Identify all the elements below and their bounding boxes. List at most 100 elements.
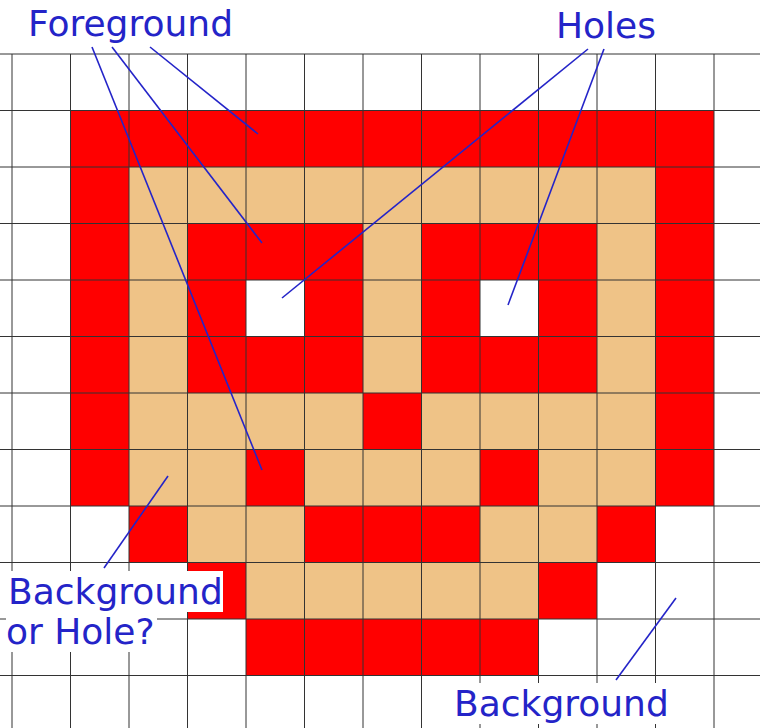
foreground-pixel bbox=[363, 393, 422, 450]
foreground-pixel bbox=[305, 506, 364, 563]
fill-pixel bbox=[597, 280, 656, 337]
grid-line bbox=[246, 54, 247, 728]
leader-line bbox=[508, 49, 604, 305]
fill-pixel bbox=[539, 167, 598, 224]
foreground-pixel bbox=[656, 337, 715, 394]
fill-pixel bbox=[129, 280, 188, 337]
fill-pixel bbox=[246, 506, 305, 563]
foreground-pixel bbox=[71, 393, 130, 450]
grid-line bbox=[538, 54, 539, 728]
foreground-pixel bbox=[480, 337, 539, 394]
fill-pixel bbox=[480, 167, 539, 224]
fill-pixel bbox=[129, 167, 188, 224]
grid-line bbox=[0, 280, 760, 281]
foreground-pixel bbox=[246, 619, 305, 676]
foreground-pixel bbox=[129, 111, 188, 168]
grid-lines bbox=[0, 54, 760, 728]
grid-line bbox=[421, 54, 422, 728]
foreground-pixel bbox=[129, 506, 188, 563]
foreground-pixel bbox=[422, 337, 481, 394]
foreground-pixel bbox=[71, 167, 130, 224]
foreground-pixel bbox=[539, 337, 598, 394]
foreground-pixel bbox=[422, 280, 481, 337]
fill-pixel bbox=[363, 563, 422, 620]
callout-label: Foreground bbox=[28, 4, 233, 44]
callout-label: Background bbox=[452, 684, 671, 724]
fill-pixel bbox=[597, 337, 656, 394]
label-patch: Background or Hole? bbox=[6, 571, 223, 652]
fill-pixel bbox=[129, 450, 188, 507]
fill-pixel bbox=[246, 167, 305, 224]
foreground-pixel bbox=[539, 563, 598, 620]
fill-pixel bbox=[305, 167, 364, 224]
fill-pixel bbox=[480, 506, 539, 563]
foreground-pixel bbox=[246, 224, 305, 281]
grid-line bbox=[0, 562, 760, 563]
label-patch: Background bbox=[452, 683, 671, 724]
fill-pixel bbox=[539, 393, 598, 450]
grid-line bbox=[187, 54, 188, 728]
foreground-pixel bbox=[71, 280, 130, 337]
foreground-pixel bbox=[305, 111, 364, 168]
foreground-pixel bbox=[71, 450, 130, 507]
fill-pixel bbox=[480, 563, 539, 620]
foreground-pixel bbox=[480, 111, 539, 168]
foreground-pixel bbox=[597, 111, 656, 168]
foreground-pixel bbox=[539, 224, 598, 281]
fill-pixel bbox=[597, 224, 656, 281]
fill-pixel bbox=[422, 450, 481, 507]
grid-line bbox=[0, 167, 760, 168]
grid-line bbox=[480, 54, 481, 728]
foreground-pixel bbox=[480, 619, 539, 676]
foreground-pixel bbox=[71, 224, 130, 281]
fill-pixel bbox=[363, 337, 422, 394]
foreground-pixel bbox=[422, 224, 481, 281]
fill-pixel bbox=[305, 563, 364, 620]
fill-pixel bbox=[363, 280, 422, 337]
fill-pixel bbox=[539, 450, 598, 507]
fill-pixel bbox=[188, 167, 247, 224]
foreground-pixel bbox=[656, 450, 715, 507]
grid-line bbox=[0, 223, 760, 224]
grid-line bbox=[0, 336, 760, 337]
fill-pixel bbox=[597, 167, 656, 224]
grid-line bbox=[714, 54, 715, 728]
fill-pixel bbox=[597, 450, 656, 507]
foreground-pixel bbox=[71, 337, 130, 394]
fill-pixel bbox=[188, 506, 247, 563]
foreground-pixel bbox=[363, 619, 422, 676]
foreground-pixel bbox=[422, 506, 481, 563]
fill-pixel bbox=[422, 393, 481, 450]
fill-pixel bbox=[539, 506, 598, 563]
leader-line bbox=[150, 47, 258, 134]
grid-line bbox=[363, 54, 364, 728]
fill-pixel bbox=[363, 450, 422, 507]
foreground-pixel bbox=[597, 506, 656, 563]
fill-pixel bbox=[246, 393, 305, 450]
foreground-pixel bbox=[656, 393, 715, 450]
fill-pixel bbox=[129, 393, 188, 450]
callout-label: Background or Hole? bbox=[6, 572, 256, 653]
fill-pixel bbox=[422, 167, 481, 224]
fill-pixel bbox=[129, 337, 188, 394]
foreground-pixel bbox=[422, 111, 481, 168]
foreground-pixel bbox=[656, 280, 715, 337]
foreground-pixel bbox=[246, 111, 305, 168]
grid-line bbox=[304, 54, 305, 728]
foreground-pixel bbox=[188, 224, 247, 281]
grid-line bbox=[0, 54, 760, 55]
foreground-pixel bbox=[422, 619, 481, 676]
fill-pixel bbox=[422, 563, 481, 620]
foreground-pixel bbox=[188, 337, 247, 394]
callout-label: Holes bbox=[556, 6, 656, 46]
foreground-pixel bbox=[480, 450, 539, 507]
foreground-pixel bbox=[246, 450, 305, 507]
foreground-pixel bbox=[480, 224, 539, 281]
foreground-pixel bbox=[656, 224, 715, 281]
foreground-pixel bbox=[656, 167, 715, 224]
fill-pixel bbox=[305, 393, 364, 450]
leader-line bbox=[104, 476, 168, 568]
grid-line bbox=[0, 449, 760, 450]
fill-pixel bbox=[363, 224, 422, 281]
fill-pixel bbox=[188, 450, 247, 507]
